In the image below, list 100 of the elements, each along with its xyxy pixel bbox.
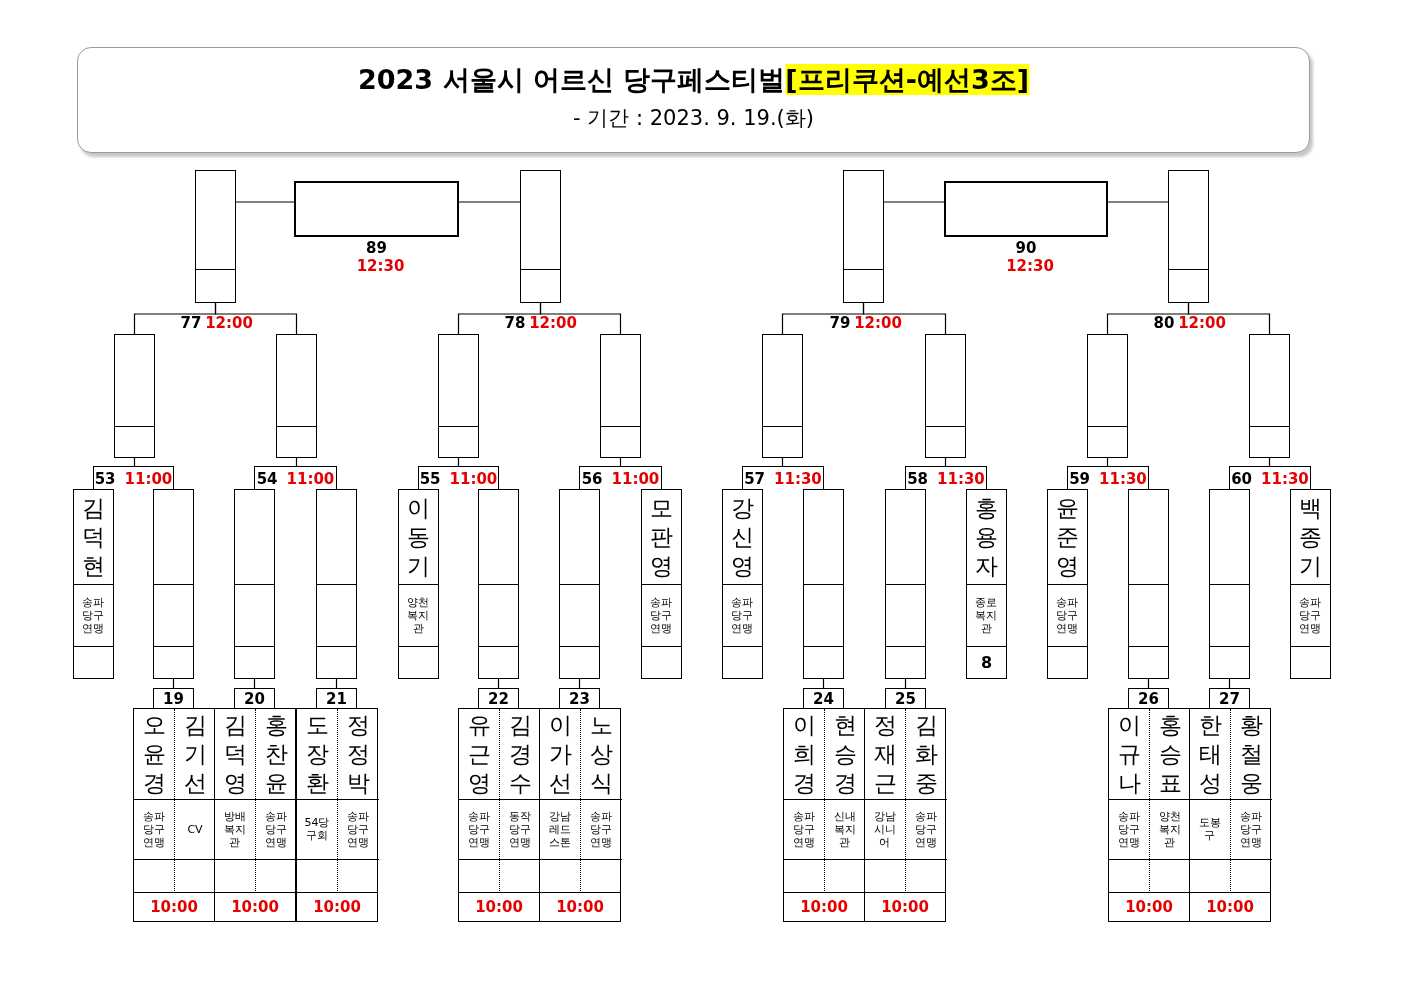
player-column <box>1190 709 1231 893</box>
player-name: 이희경 <box>791 710 817 798</box>
player-name: 모판영 <box>649 493 674 581</box>
bracket-slot <box>559 489 600 679</box>
connector-line <box>235 201 295 203</box>
player-column <box>134 709 175 893</box>
connector-line <box>944 457 947 467</box>
match-time: 12:00 <box>1178 314 1226 332</box>
match-number-box: 21 <box>316 688 357 709</box>
bracket-slot <box>1249 334 1290 458</box>
club-name: 양천복지관 <box>406 595 431 635</box>
bracket-slot <box>925 334 966 458</box>
match-time: 11:00 <box>286 469 335 488</box>
player-column <box>784 709 825 893</box>
club-name: 송파당구연맹 <box>1117 809 1141 849</box>
match-time: 10:00 <box>556 897 604 916</box>
bracket-slot <box>885 489 926 679</box>
bracket-slot <box>478 489 519 679</box>
club-name: 신내복지관 <box>833 809 857 849</box>
match-number: 59 <box>1069 469 1091 488</box>
match-number: 89 <box>366 239 387 257</box>
match-time: 10:00 <box>150 897 198 916</box>
match-label-box <box>418 466 499 490</box>
player-name: 홍승표 <box>1157 710 1183 798</box>
match-number: 60 <box>1231 469 1253 488</box>
match-number: 78 <box>504 314 526 332</box>
bracket-slot <box>195 170 236 303</box>
seed-number: 8 <box>980 652 993 672</box>
final-slot <box>944 181 1108 237</box>
connector-line <box>1268 457 1271 467</box>
player-column <box>459 709 500 893</box>
player-slot <box>966 489 1007 679</box>
connector-line <box>1107 201 1169 203</box>
match-time: 10:00 <box>475 897 523 916</box>
connector-line <box>1228 678 1231 689</box>
connector-line <box>578 678 581 689</box>
match-card <box>458 708 540 922</box>
connector-line <box>904 678 907 689</box>
match-label-box <box>1067 466 1149 490</box>
connector-line <box>1106 457 1109 467</box>
match-time: 12:00 <box>529 314 577 332</box>
player-name: 김덕현 <box>81 493 106 581</box>
club-name: 송파당구연맹 <box>81 595 106 635</box>
match-label-box <box>93 466 174 490</box>
match-time: 12:00 <box>205 314 253 332</box>
match-time: 12:00 <box>854 314 902 332</box>
club-name: 송파당구연맹 <box>589 809 613 849</box>
connector-line <box>1147 678 1150 689</box>
club-name: 송파당구연맹 <box>467 809 491 849</box>
connector-line <box>1187 302 1271 335</box>
bracket-slot <box>843 170 884 303</box>
player-name: 김경수 <box>507 710 533 798</box>
match-time: 10:00 <box>231 897 279 916</box>
match-label-box <box>254 466 337 490</box>
match-number: 53 <box>94 469 116 488</box>
match-card <box>296 708 378 922</box>
match-card <box>864 708 946 922</box>
match-number-box: 20 <box>234 688 275 709</box>
player-slot <box>722 489 763 679</box>
club-name: 송파당구연맹 <box>1055 595 1080 635</box>
match-number: 77 <box>180 314 202 332</box>
bracket-slot <box>316 489 357 679</box>
bracket-slot <box>600 334 641 458</box>
match-card <box>783 708 865 922</box>
club-name: 도봉구 <box>1198 816 1222 842</box>
bracket-slot <box>234 489 275 679</box>
player-name: 이동기 <box>406 493 431 581</box>
connector-line <box>458 201 521 203</box>
connector-line <box>133 457 136 467</box>
club-name: 강남시니어 <box>873 809 897 849</box>
player-slot <box>1290 489 1331 679</box>
bracket-slot <box>762 334 803 458</box>
player-slot <box>641 489 682 679</box>
club-name: 송파당구연맹 <box>264 809 288 849</box>
match-time: 10:00 <box>1206 897 1254 916</box>
connector-line <box>781 457 784 467</box>
match-number: 79 <box>829 314 851 332</box>
connector-line <box>822 678 825 689</box>
final-slot <box>294 181 459 237</box>
match-number-box: 24 <box>803 688 844 709</box>
match-number: 55 <box>419 469 441 488</box>
club-name: 송파당구연맹 <box>1298 595 1323 635</box>
player-slot <box>1047 489 1088 679</box>
player-slot <box>398 489 439 679</box>
bracket-slot <box>803 489 844 679</box>
player-name: 도장환 <box>304 710 330 798</box>
club-name: 방배복지관 <box>223 809 247 849</box>
connector-line <box>539 302 622 335</box>
player-name: 황철웅 <box>1238 710 1264 798</box>
player-column <box>297 709 338 893</box>
player-column <box>1109 709 1150 893</box>
match-number: 90 <box>1015 239 1037 257</box>
club-name: 강남레드스톤 <box>548 809 572 849</box>
club-name: 양천복지관 <box>1158 809 1182 849</box>
match-time: 10:00 <box>881 897 929 916</box>
bracket-slot <box>114 334 155 458</box>
club-name: CV <box>186 822 204 836</box>
match-number-box: 19 <box>153 688 194 709</box>
player-name: 홍용자 <box>974 493 999 581</box>
match-card <box>539 708 621 922</box>
